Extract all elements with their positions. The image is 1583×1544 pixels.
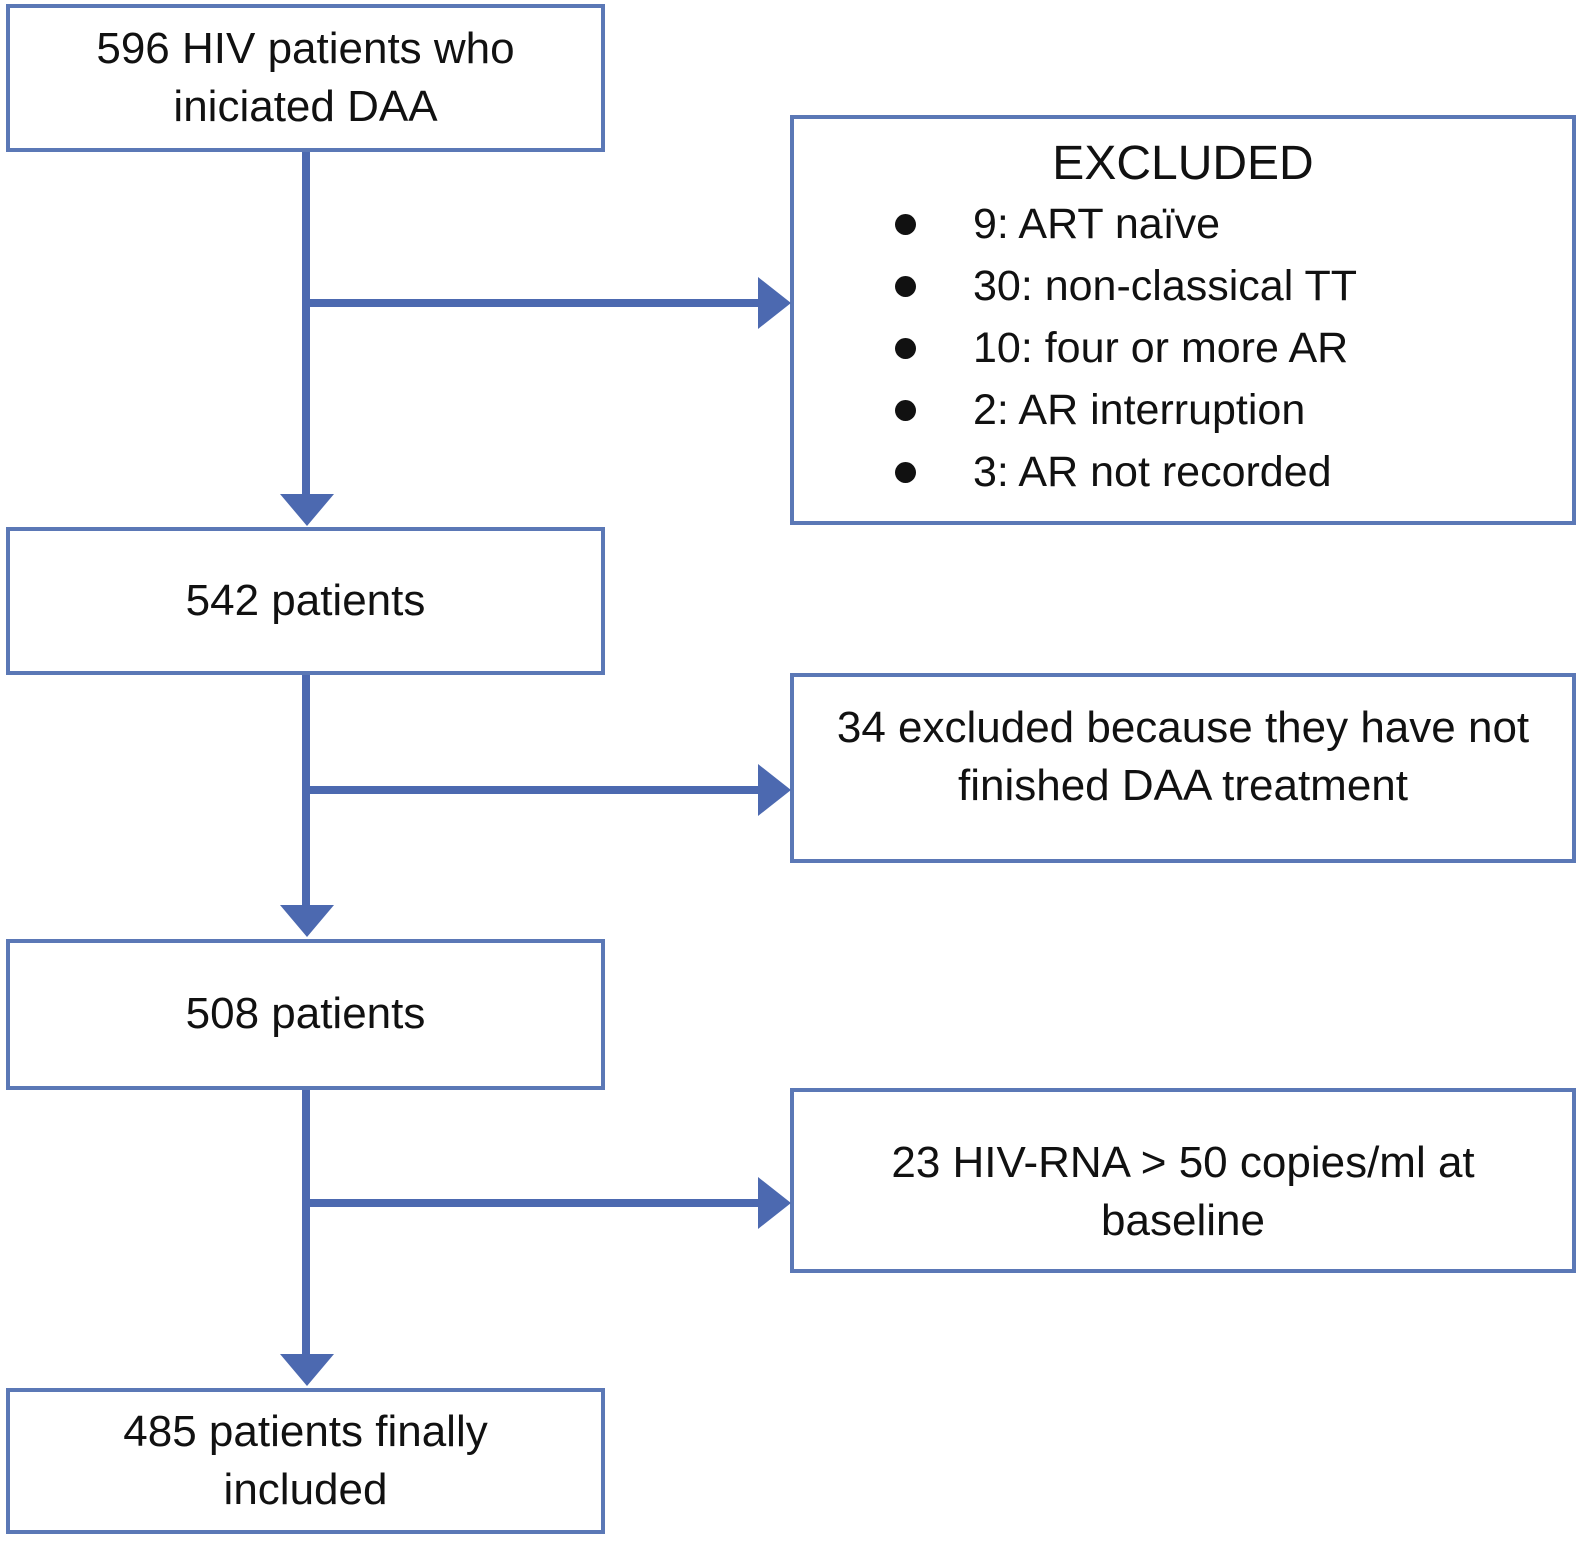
connector-to-viral-load [306,1199,758,1207]
arrowhead-right-icon [758,764,791,816]
node-not-finished-treatment-label: 34 excluded because they have not finish… [836,703,1530,811]
excluded-list: 9: ART naïve 30: non-classical TT 10: fo… [794,193,1572,503]
arrowhead-right-icon [758,1177,791,1229]
excluded-title: EXCLUDED [1052,137,1314,190]
excluded-item: 30: non-classical TT [794,255,1572,317]
node-final-included: 485 patients finally included [6,1388,605,1534]
node-not-finished-treatment: 34 excluded because they have not finish… [790,673,1576,863]
excluded-item-label: 2: AR interruption [973,385,1306,434]
connector-to-excluded-reasons [306,299,758,307]
bullet-icon [895,399,916,421]
connector-initiated-to-542 [302,152,310,495]
node-initiated-patients: 596 HIV patients who iniciated DAA [6,4,605,152]
excluded-item: 2: AR interruption [794,379,1572,441]
node-viral-load-exclusion: 23 HIV-RNA > 50 copies/ml at baseline [790,1088,1576,1273]
excluded-item: 10: four or more AR [794,317,1572,379]
connector-508-to-final [302,1090,310,1354]
excluded-item-label: 10: four or more AR [973,323,1349,372]
connector-to-not-finished [306,786,758,794]
bullet-icon [895,275,916,297]
bullet-icon [895,337,916,359]
bullet-icon [895,213,916,235]
excluded-item: 9: ART naïve [794,193,1572,255]
node-542-patients-label: 542 patients [185,575,426,625]
node-initiated-patients-label: 596 HIV patients who iniciated DAA [96,23,515,131]
arrowhead-down-icon [280,905,334,937]
bullet-icon [895,461,916,483]
node-excluded-reasons: EXCLUDED 9: ART naïve 30: non-classical … [790,115,1576,525]
node-508-patients-label: 508 patients [185,989,426,1039]
node-viral-load-exclusion-label: 23 HIV-RNA > 50 copies/ml at baseline [891,1138,1475,1246]
arrowhead-down-icon [280,1354,334,1386]
node-542-patients: 542 patients [6,527,605,675]
arrowhead-right-icon [758,277,791,329]
excluded-item: 3: AR not recorded [794,441,1572,503]
excluded-item-label: 3: AR not recorded [973,447,1332,496]
arrowhead-down-icon [280,494,334,526]
excluded-item-label: 30: non-classical TT [973,261,1357,310]
excluded-item-label: 9: ART naïve [973,199,1221,248]
node-508-patients: 508 patients [6,939,605,1090]
node-final-included-label: 485 patients finally included [123,1406,488,1514]
